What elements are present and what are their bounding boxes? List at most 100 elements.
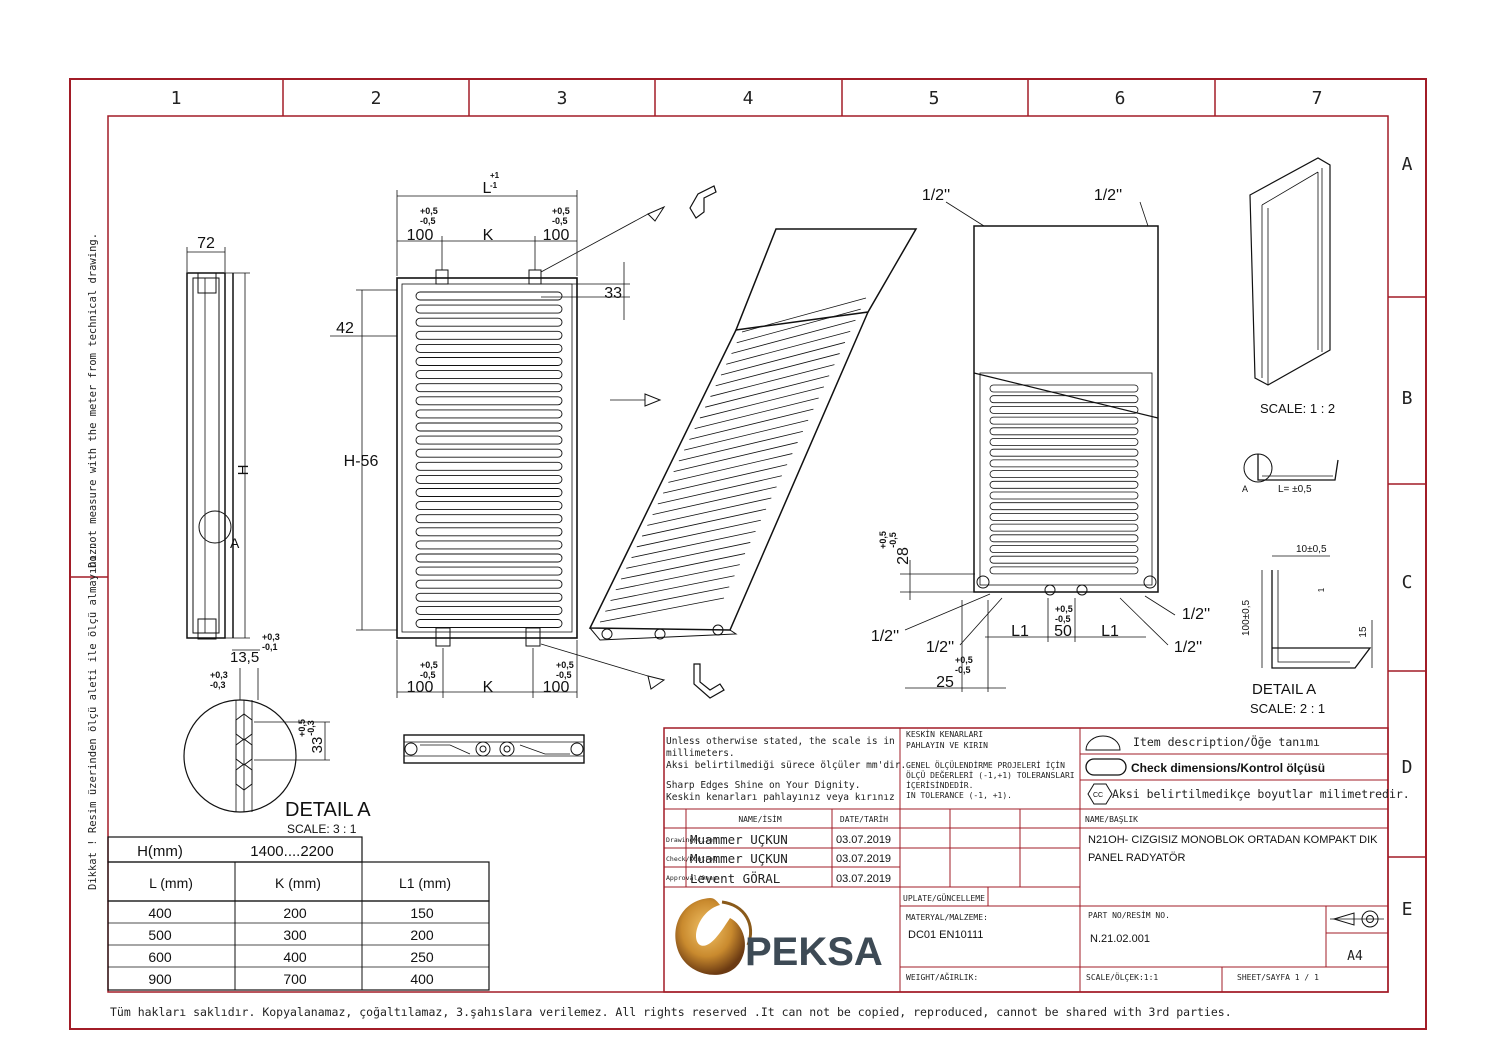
front-top-tol-plus-left: +0,5 (420, 206, 438, 216)
front-fin (415, 330, 563, 340)
col-label-1: 1 (171, 88, 182, 109)
bracket-detail-a: 10±0,5 100±0,5 15 1 DETAIL A SCALE: 2 : … (1241, 544, 1373, 716)
tol-note-1: GENEL ÖLÇÜLENDİRME PROJELERİ İÇİN (906, 760, 1065, 770)
projection-symbol-icon (1330, 910, 1384, 928)
table-cell: 400 (410, 971, 434, 987)
right-l1-left: L1 (1011, 623, 1029, 640)
material-label: MATERYAL/MALZEME: (906, 913, 988, 922)
front-fin (415, 370, 563, 380)
front-fin (415, 343, 563, 353)
front-fin (415, 396, 563, 406)
iso-fin (631, 530, 756, 558)
person-role-3: Approval/Onay (666, 874, 717, 882)
iso-fin (694, 397, 819, 430)
right-pipe-label-1: 1/2'' (922, 187, 950, 204)
iso-view (588, 228, 918, 641)
cc-label: CC (1093, 792, 1103, 799)
table-cell: 250 (410, 949, 434, 965)
front-fin (415, 514, 563, 524)
iso-fin (615, 564, 740, 591)
detail-a-tol-plus: +0,5 (297, 719, 307, 737)
right-fin (989, 416, 1139, 425)
symbol-note-dims: Aksi belirtilmedikçe boyutlar milimetred… (1112, 787, 1410, 801)
table-h-range: 1400....2200 (250, 843, 333, 860)
right-pipe-label-3: 1/2'' (871, 628, 899, 645)
iso-fin (684, 419, 809, 451)
edge-note-1: KESKİN KENARLARI (906, 729, 983, 739)
right-bottom-tol-minus: -0,5 (955, 665, 971, 675)
person-role-1: Drawing/Çizen (666, 836, 717, 844)
iso-fin (673, 442, 798, 473)
bracket-dim-right: 15 (1358, 626, 1369, 638)
front-bottom-left-dim: 100 (407, 679, 434, 696)
right-fin (989, 384, 1139, 393)
col-label-2: 2 (371, 88, 382, 109)
edge-note-2: PAHLAYIN VE KIRIN (906, 741, 988, 750)
front-fin (415, 422, 563, 432)
table-cell: 150 (410, 905, 434, 921)
detail-a-left: +0,3 -0,3 33 +0,5 -0,3 DETAIL A SCALE: 3… (183, 668, 371, 836)
front-top-tol-plus-right: +0,5 (552, 206, 570, 216)
tol-note-2: ÖLÇÜ DEĞERLERİ (-1,+1) TOLERANSLARI (906, 769, 1075, 780)
cc-icon (1087, 783, 1113, 805)
update-label: UPLATE/GÜNCELLEME (903, 893, 985, 903)
detail-a-scale: SCALE: 3 : 1 (287, 822, 357, 836)
bracket-tolerance: L= ±0,5 (1278, 484, 1312, 495)
right-fin (989, 459, 1139, 468)
note-line-2: millimeters. (666, 748, 735, 759)
person-name-1: Muammer UÇKUN (690, 832, 788, 847)
front-fin (415, 592, 563, 602)
note-line-4: Sharp Edges Shine on Your Dignity. (666, 780, 860, 791)
tol-note-3: İÇERİSİNDEDİR. (906, 780, 973, 790)
bracket-dim-side: 100±0,5 (1241, 600, 1252, 637)
iso-fin (647, 497, 772, 526)
col-label-7: 7 (1312, 88, 1323, 109)
iso-fin (689, 408, 814, 440)
detail-a-title: DETAIL A (285, 799, 371, 821)
front-fin (415, 501, 563, 511)
front-view: L +1 -1 100 K 100 +0,5 -0,5 +0,5 -0,5 33… (330, 171, 666, 698)
right-fin (989, 534, 1139, 543)
front-fin (415, 291, 563, 301)
paper-size: A4 (1347, 949, 1363, 964)
front-fin (415, 304, 563, 314)
iso-fin (652, 486, 777, 515)
right-fin (989, 405, 1139, 414)
right-pipe-label-2: 1/2'' (1094, 187, 1122, 204)
side-offset-tol-top: +0,3 (262, 632, 280, 642)
front-length-dim: L (483, 180, 492, 197)
table-header-k: K (mm) (275, 875, 321, 891)
front-top-tol-minus-right: -0,5 (552, 216, 568, 226)
front-fin (415, 383, 563, 393)
table-header-l1: L1 (mm) (399, 875, 451, 891)
tol-note-4: IN TOLERANCE (-1, +1). (906, 791, 1012, 800)
logo-text: PEKSA (745, 930, 883, 974)
front-top-right-dim: 100 (543, 227, 570, 244)
right-fin (989, 395, 1139, 404)
detail-a-tol-minus: -0,3 (306, 720, 316, 736)
right-pipe-label-4: 1/2'' (926, 639, 954, 656)
iso-fin (605, 586, 730, 612)
drawing-title-line-2: PANEL RADYATÖR (1088, 852, 1185, 864)
footer-copyright: Tüm hakları saklıdır. Kopyalanamaz, çoğa… (110, 1005, 1232, 1019)
table-header-l: L (mm) (149, 875, 193, 891)
side-height-dim: H (235, 465, 252, 476)
iso-fin (720, 342, 846, 376)
table-cell: 900 (148, 971, 172, 987)
right-side-dim: 28 (895, 547, 912, 565)
symbol-note-item: Item description/Öğe tanımı (1133, 733, 1320, 749)
bracket-detail-scale: SCALE: 2 : 1 (1250, 701, 1325, 716)
person-name-2: Muammer UÇKUN (690, 851, 788, 866)
right-pipe-label-5: 1/2'' (1182, 606, 1210, 623)
title-fields: N21OH- CIZGISIZ MONOBLOK ORTADAN KOMPAKT… (903, 834, 1384, 982)
iso-fin (626, 542, 751, 569)
right-fin (989, 555, 1139, 564)
iso-fin (657, 475, 782, 505)
bracket-icons (689, 185, 725, 699)
right-center-dim: 50 (1054, 623, 1072, 640)
name-header: NAME/İSİM (738, 814, 782, 824)
front-fin (415, 409, 563, 419)
bracket-section: A L= ±0,5 (1242, 453, 1339, 495)
title-header: NAME/BAŞLIK (1085, 815, 1138, 824)
